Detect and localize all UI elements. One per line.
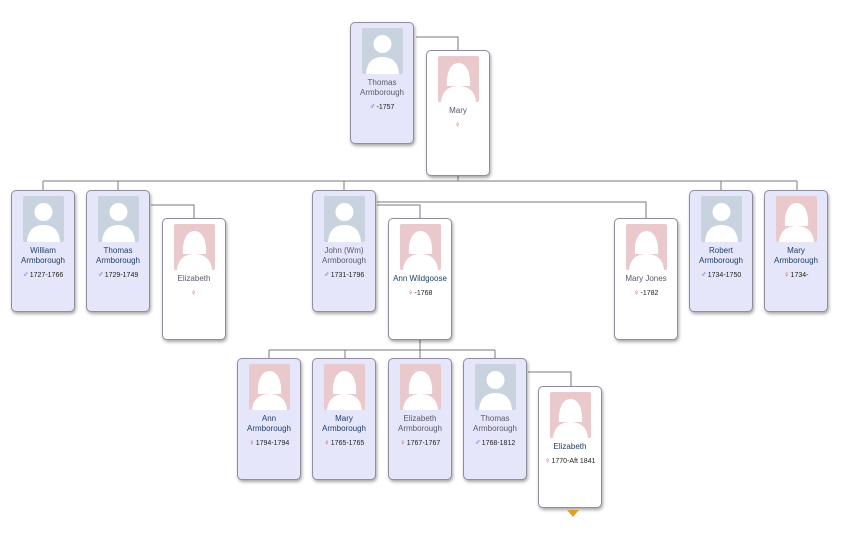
- person-card-robert-armborough[interactable]: Robert Armborough ♂1734-1750: [689, 190, 753, 312]
- life-dates-text: 1770-Aft 1841: [551, 458, 596, 465]
- male-silhouette-icon: [324, 196, 365, 242]
- male-silhouette-icon: [362, 28, 403, 74]
- person-life-dates: ♂1768-1812: [464, 438, 526, 448]
- life-dates-text: 1731-1796: [330, 272, 365, 279]
- male-symbol-icon: ♂: [369, 102, 376, 111]
- female-silhouette-icon: [438, 56, 479, 102]
- female-silhouette-icon: [174, 224, 215, 270]
- person-life-dates: ♀: [163, 288, 225, 298]
- female-symbol-icon: ♀: [633, 288, 640, 297]
- person-card-thomas-armborough-father[interactable]: Thomas Armborough ♂-1757: [350, 22, 414, 144]
- female-silhouette-icon: [626, 224, 667, 270]
- person-life-dates: ♂-1757: [351, 102, 413, 112]
- female-silhouette-icon: [400, 364, 441, 410]
- male-symbol-icon: ♂: [323, 270, 330, 279]
- person-life-dates: ♂1731-1796: [313, 270, 375, 280]
- life-dates-text: 1794-1794: [255, 440, 290, 447]
- person-name: Mary: [449, 106, 467, 115]
- person-life-dates: ♀1767-1767: [389, 438, 451, 448]
- person-life-dates: ♀1794-1794: [238, 438, 300, 448]
- person-name: Robert Armborough: [698, 246, 744, 265]
- life-dates-text: -1768: [414, 290, 433, 297]
- person-life-dates: ♀: [427, 120, 489, 130]
- person-name: Elizabeth Armborough: [397, 414, 443, 433]
- male-symbol-icon: ♂: [700, 270, 707, 279]
- life-dates-text: 1734-1750: [707, 272, 742, 279]
- person-name: Elizabeth: [177, 274, 211, 283]
- life-dates-text: 1767-1767: [406, 440, 441, 447]
- female-symbol-icon: ♀: [544, 456, 551, 465]
- female-symbol-icon: ♀: [190, 288, 197, 297]
- person-life-dates: ♀-1782: [615, 288, 677, 298]
- person-card-thomas-armborough-1768[interactable]: Thomas Armborough ♂1768-1812: [463, 358, 527, 480]
- person-card-john-wm-armborough[interactable]: John (Wm) Armborough ♂1731-1796: [312, 190, 376, 312]
- male-silhouette-icon: [98, 196, 139, 242]
- person-name: Ann Armborough: [246, 414, 292, 433]
- person-life-dates: ♀-1768: [389, 288, 451, 298]
- person-card-william-armborough[interactable]: William Armborough ♂1727-1766: [11, 190, 75, 312]
- female-silhouette-icon: [776, 196, 817, 242]
- person-card-elizabeth-spouse[interactable]: Elizabeth ♀: [162, 218, 226, 340]
- male-symbol-icon: ♂: [474, 438, 481, 447]
- person-name: Thomas Armborough: [95, 246, 141, 265]
- person-name: Thomas Armborough: [359, 78, 405, 97]
- female-silhouette-icon: [400, 224, 441, 270]
- person-card-mary-jones[interactable]: Mary Jones ♀-1782: [614, 218, 678, 340]
- person-name: Ann Wildgoose: [393, 274, 447, 283]
- person-name: Elizabeth: [553, 442, 587, 451]
- life-dates-text: 1729-1749: [104, 272, 139, 279]
- female-silhouette-icon: [550, 392, 591, 438]
- life-dates-text: -1757: [376, 104, 395, 111]
- person-life-dates: ♀1770-Aft 1841: [539, 456, 601, 466]
- male-symbol-icon: ♂: [97, 270, 104, 279]
- person-name: Mary Jones: [625, 274, 667, 283]
- person-life-dates: ♀1765-1765: [313, 438, 375, 448]
- person-card-ann-armborough[interactable]: Ann Armborough ♀1794-1794: [237, 358, 301, 480]
- person-card-mary-armborough-1734[interactable]: Mary Armborough ♀1734-: [764, 190, 828, 312]
- person-name: Mary Armborough: [321, 414, 367, 433]
- person-life-dates: ♂1734-1750: [690, 270, 752, 280]
- expand-descendants-arrow-icon[interactable]: [567, 510, 579, 517]
- male-silhouette-icon: [23, 196, 64, 242]
- female-symbol-icon: ♀: [783, 270, 790, 279]
- female-symbol-icon: ♀: [399, 438, 406, 447]
- female-symbol-icon: ♀: [323, 438, 330, 447]
- person-card-mary-mother[interactable]: Mary ♀: [426, 50, 490, 176]
- person-life-dates: ♀1734-: [765, 270, 827, 280]
- person-name: John (Wm) Armborough: [321, 246, 367, 265]
- female-symbol-icon: ♀: [454, 120, 461, 129]
- life-dates-text: 1727-1766: [29, 272, 64, 279]
- female-symbol-icon: ♀: [407, 288, 414, 297]
- male-silhouette-icon: [475, 364, 516, 410]
- person-life-dates: ♂1727-1766: [12, 270, 74, 280]
- male-silhouette-icon: [701, 196, 742, 242]
- female-symbol-icon: ♀: [248, 438, 255, 447]
- person-card-ann-wildgoose[interactable]: Ann Wildgoose ♀-1768: [388, 218, 452, 340]
- life-dates-text: 1765-1765: [330, 440, 365, 447]
- person-name: Thomas Armborough: [472, 414, 518, 433]
- male-symbol-icon: ♂: [22, 270, 29, 279]
- life-dates-text: 1734-: [790, 272, 809, 279]
- life-dates-text: 1768-1812: [481, 440, 516, 447]
- person-card-thomas-armborough-1729[interactable]: Thomas Armborough ♂1729-1749: [86, 190, 150, 312]
- person-card-mary-armborough-1765[interactable]: Mary Armborough ♀1765-1765: [312, 358, 376, 480]
- female-silhouette-icon: [324, 364, 365, 410]
- life-dates-text: -1782: [640, 290, 659, 297]
- female-silhouette-icon: [249, 364, 290, 410]
- person-name: Mary Armborough: [773, 246, 819, 265]
- person-name: William Armborough: [20, 246, 66, 265]
- person-card-elizabeth-armborough[interactable]: Elizabeth Armborough ♀1767-1767: [388, 358, 452, 480]
- person-card-elizabeth-1770[interactable]: Elizabeth♀1770-Aft 1841: [538, 386, 602, 508]
- person-life-dates: ♂1729-1749: [87, 270, 149, 280]
